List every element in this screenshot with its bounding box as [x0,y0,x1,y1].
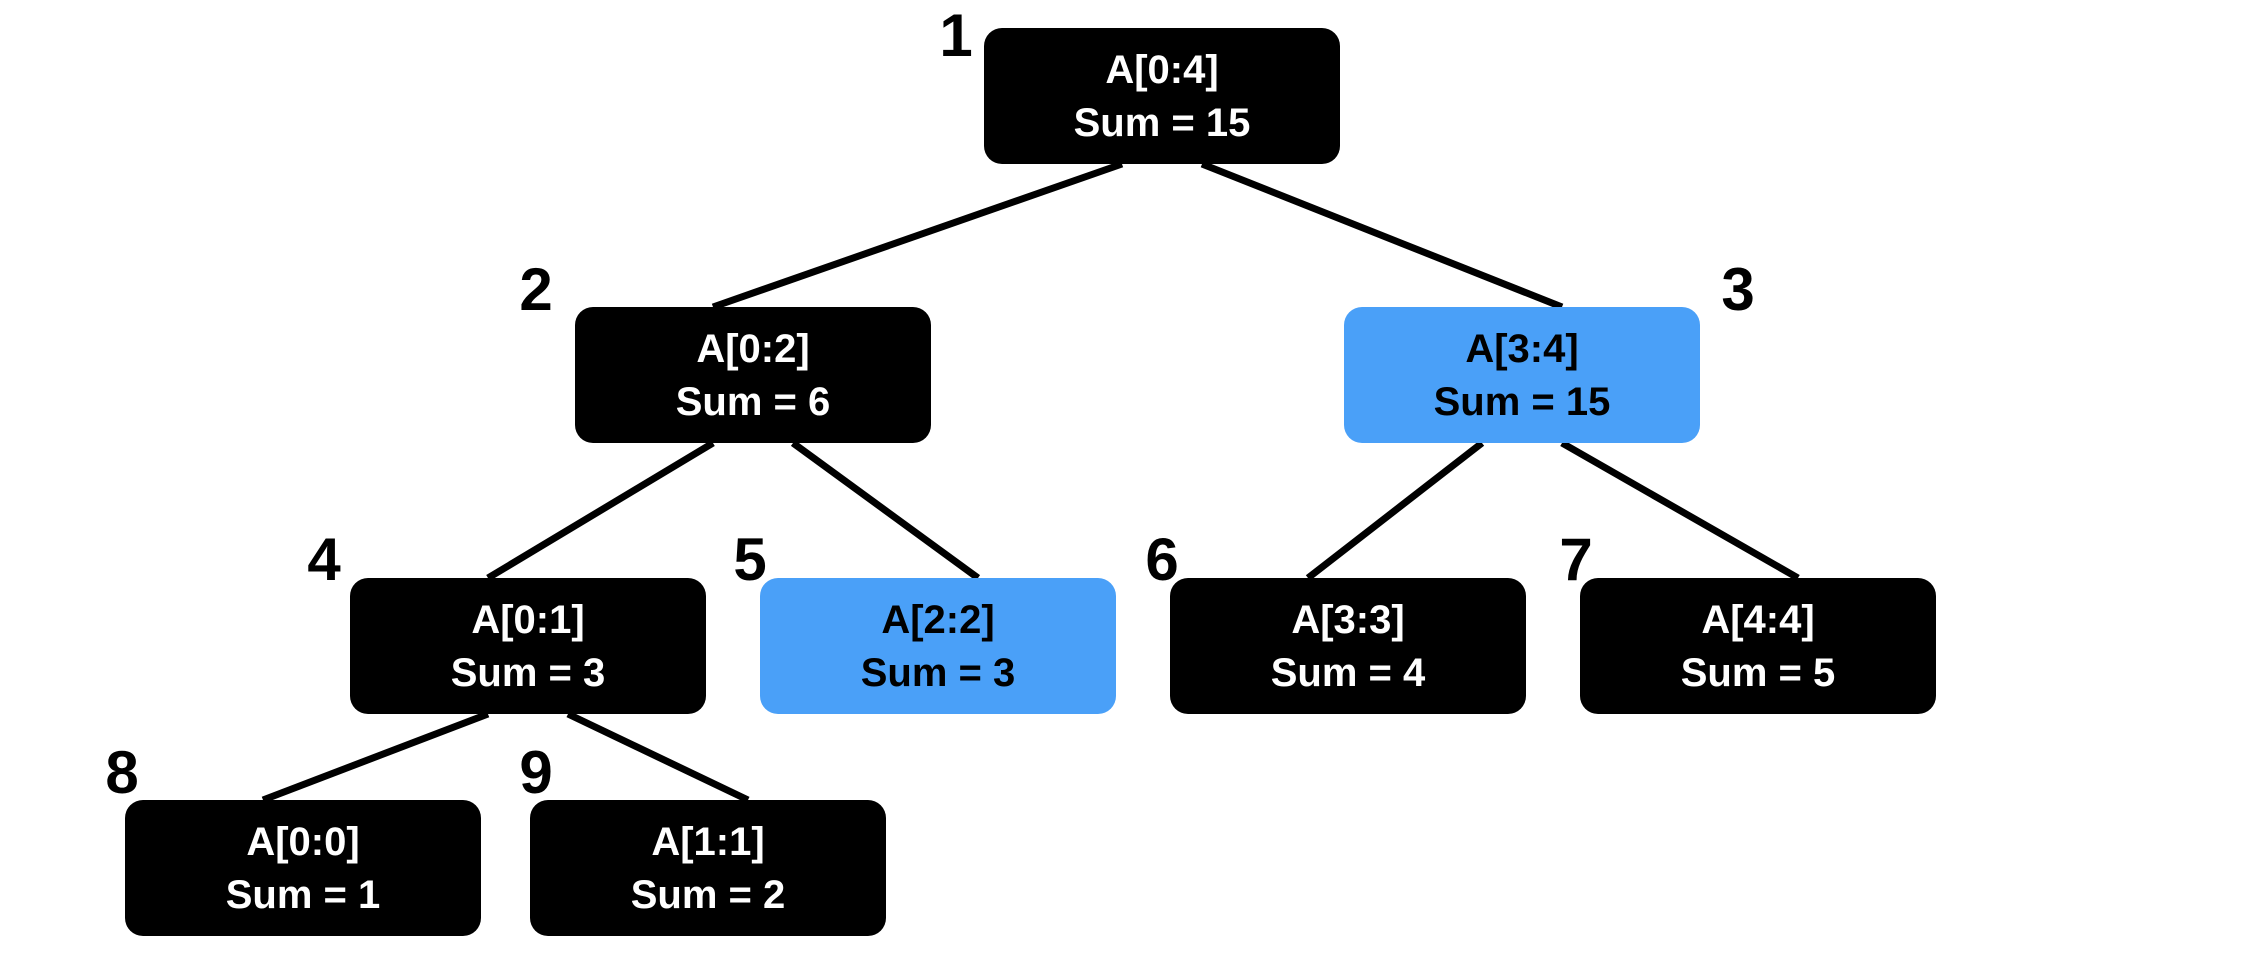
node-sum-label: Sum = 15 [1434,380,1611,424]
tree-edges [261,160,1800,804]
node-index-label: 7 [1559,526,1592,593]
node-box [984,28,1340,164]
node-sum-label: Sum = 1 [226,873,381,917]
tree-node-4: A[0:1] Sum = 3 4 [307,526,706,714]
tree-node-5: A[2:2] Sum = 3 5 [733,526,1116,714]
node-range-label: A[3:3] [1291,598,1404,642]
node-box [350,578,706,714]
edge-1-2 [711,160,1124,311]
node-range-label: A[0:4] [1105,48,1218,92]
node-index-label: 8 [105,739,138,806]
node-sum-label: Sum = 2 [631,873,786,917]
node-index-label: 3 [1721,256,1754,323]
edge-4-8 [261,710,490,804]
node-index-label: 4 [307,526,341,593]
node-box [575,307,931,443]
tree-node-6: A[3:3] Sum = 4 6 [1145,526,1526,714]
node-range-label: A[0:1] [471,598,584,642]
edge-4-9 [566,710,750,804]
tree-node-2: A[0:2] Sum = 6 2 [519,256,931,443]
node-sum-label: Sum = 6 [676,380,831,424]
tree-node-9: A[1:1] Sum = 2 9 [519,739,886,936]
node-index-label: 2 [519,256,552,323]
node-sum-label: Sum = 3 [451,651,606,695]
node-range-label: A[4:4] [1701,598,1814,642]
node-range-label: A[2:2] [881,598,994,642]
tree-node-1: A[0:4] Sum = 15 1 [939,2,1340,164]
node-index-label: 6 [1145,526,1178,593]
node-range-label: A[3:4] [1465,327,1578,371]
node-index-label: 1 [939,2,972,69]
tree-node-3: A[3:4] Sum = 15 3 [1344,256,1755,443]
node-range-label: A[0:2] [696,327,809,371]
node-box [530,800,886,936]
tree-node-7: A[4:4] Sum = 5 7 [1559,526,1936,714]
edge-2-5 [790,440,981,581]
node-box [1344,307,1700,443]
tree-node-8: A[0:0] Sum = 1 8 [105,739,481,936]
node-range-label: A[1:1] [651,820,764,864]
node-box [1580,578,1936,714]
node-index-label: 9 [519,739,552,806]
node-box [125,800,481,936]
node-sum-label: Sum = 3 [861,651,1016,695]
node-box [760,578,1116,714]
node-sum-label: Sum = 4 [1271,651,1426,695]
edge-1-3 [1200,160,1564,311]
node-sum-label: Sum = 5 [1681,651,1836,695]
node-index-label: 5 [733,526,766,593]
edge-3-6 [1305,440,1485,581]
node-range-label: A[0:0] [246,820,359,864]
edge-3-7 [1560,439,1800,582]
node-box [1170,578,1526,714]
edge-2-4 [486,439,715,582]
node-sum-label: Sum = 15 [1074,101,1251,145]
